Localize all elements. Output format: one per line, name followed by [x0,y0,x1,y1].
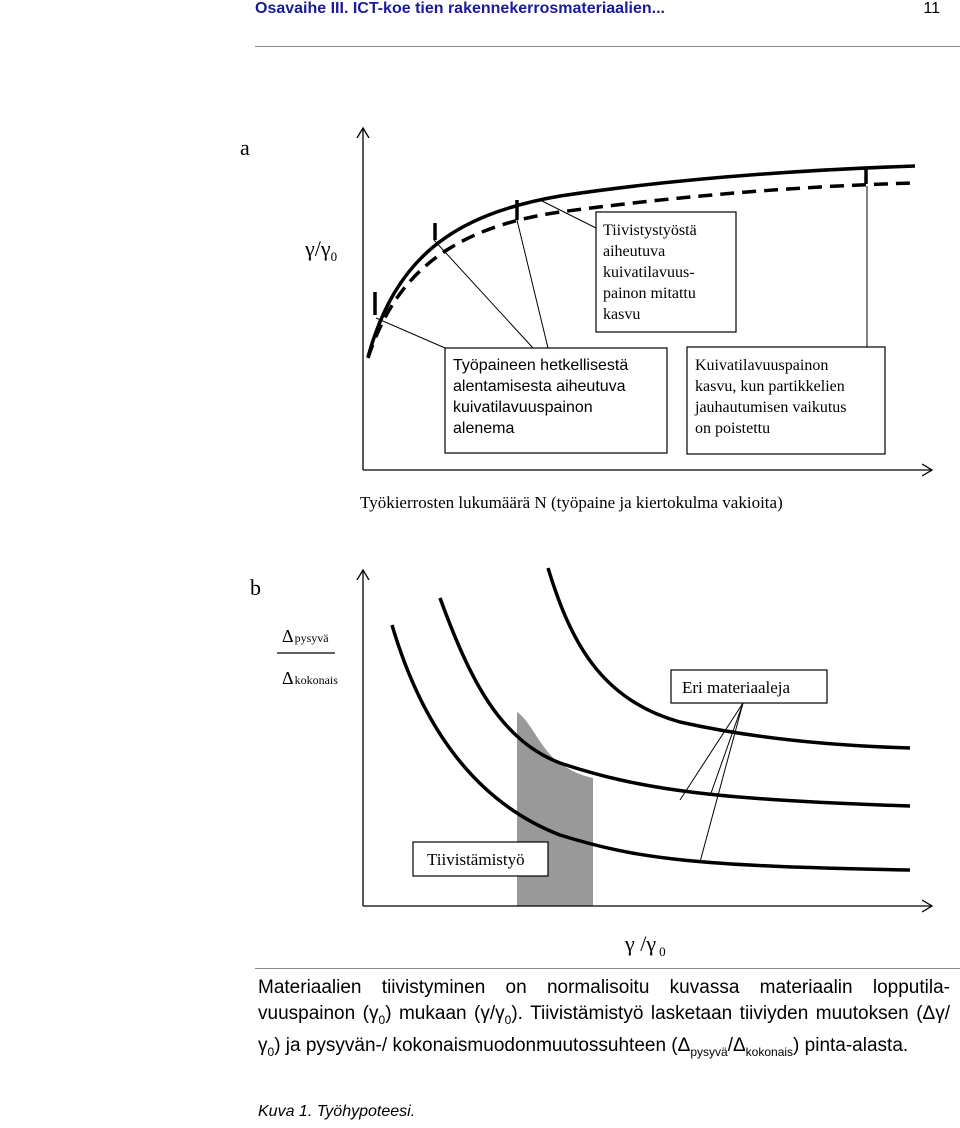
box-measured-increase: Tiivistystyöstä aiheutuva kuivatilavuus-… [595,211,737,333]
figure: a γ/γ0 Tiivistystyöstä aiheutuva kuivati… [240,0,960,959]
material-curve-3 [546,567,911,750]
drop-marks [373,168,868,315]
panel-b-leader-lines [679,702,744,863]
box-crushing-removed: Kuivatilavuuspainon kasvu, kun partikkel… [686,346,886,455]
panel-a-leader-lines [375,186,868,349]
compaction-work-area [517,712,593,906]
page-number: 11 [923,0,940,17]
panel-a-label: a [240,135,250,160]
caption-divider [255,968,960,969]
material-curve-1 [390,624,911,872]
svg-text:Työpaineen hetkellisestä: Työpaineen hetkellisestä alentamisesta a… [453,357,633,437]
svg-text:Eri materiaaleja: Eri materiaaleja [682,678,791,697]
box-temporary-decrease: Työpaineen hetkellisestä alentamisesta a… [444,347,668,454]
panel-b-label: b [250,575,261,600]
crushing-removed-curve [366,181,916,359]
svg-text:Tiivistystyöstä aiheutuv: Tiivistystyöstä aiheutuva kuivatilavuus-… [603,222,701,323]
panel-a-x-label: Työkierrosten lukumäärä N (työpaine ja k… [360,493,783,512]
panel-b-y-label: Δpysyvä Δkokonais [277,626,338,688]
measured-curve [366,164,916,358]
header-divider [255,46,960,47]
panel-a-y-label: γ/γ0 [304,236,337,264]
box-materials: Eri materiaaleja [670,669,828,704]
material-curve-2 [438,597,911,808]
svg-text:Δpysyvä: Δpysyvä [282,626,329,646]
header-title: Osavaihe III. ICT-koe tien rakennekerros… [255,0,665,17]
svg-text:Δkokonais: Δkokonais [282,668,338,688]
figure-description: Materiaalien tiivistyminen on normalisoi… [258,977,951,1059]
svg-text:Tiivistämistyö: Tiivistämistyö [427,850,525,869]
material-curves [390,567,911,872]
figure-caption: Kuva 1. Työhypoteesi. [258,1103,416,1120]
svg-text:Kuivatilavuuspainon kasv: Kuivatilavuuspainon kasvu, kun partikkel… [694,357,851,437]
box-compaction-work: Tiivistämistyö [412,841,549,877]
page-header: Osavaihe III. ICT-koe tien rakennekerros… [255,0,960,22]
